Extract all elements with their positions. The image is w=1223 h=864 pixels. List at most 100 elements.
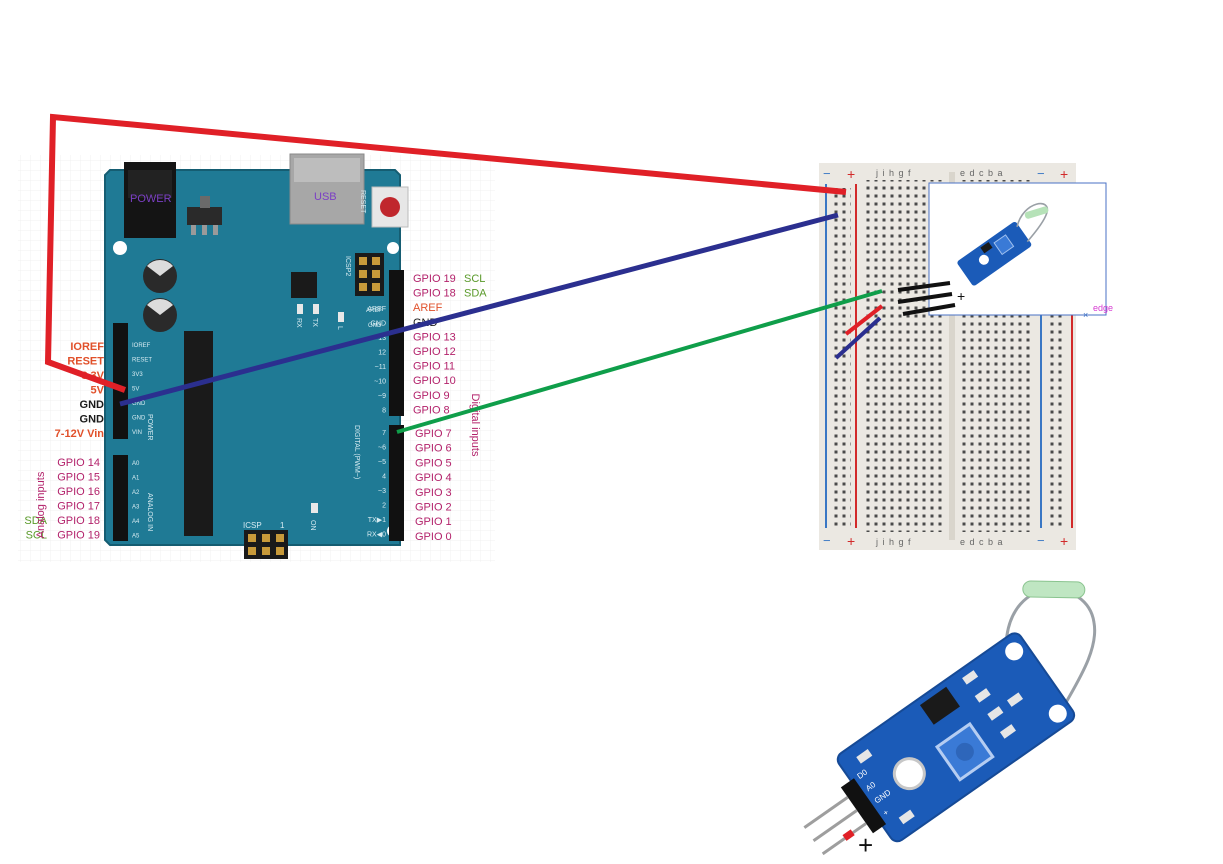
digital-bottom-label-0: GPIO 7 [415, 428, 452, 440]
pin-header [840, 778, 887, 834]
analog-label-3: GPIO 17 [57, 501, 100, 513]
digital-inputs-title: Digital inputs [469, 394, 481, 457]
power-label-3: 5V [91, 385, 105, 397]
power-silk-4: GND [132, 401, 146, 407]
analog-header-title: ANALOG IN [146, 493, 153, 531]
edge-marker: × [1083, 310, 1088, 320]
icsp2-silk: ICSP2 [344, 256, 351, 276]
aref-silk: AREF [366, 308, 382, 314]
on-silk: ON [309, 520, 316, 531]
rail-plus-bottom-right: + [1060, 533, 1068, 549]
analog-label-5: GPIO 19 [57, 530, 100, 542]
digital-silk-top-4: ~11 [375, 364, 386, 371]
sensor-inset: + edge × [928, 182, 1113, 320]
rail-plus-top-right: + [1060, 166, 1068, 182]
digital-bottom-label-7: GPIO 0 [415, 531, 452, 543]
column-letters-top-left: j i h g f [875, 168, 912, 178]
breadboard-jumpers [834, 281, 956, 360]
power-silk-0: IOREF [132, 343, 151, 349]
tx-silk: TX [311, 318, 318, 327]
digital-silk-bottom-4: ~3 [378, 488, 386, 495]
short-red-wire [844, 304, 884, 336]
power-label-4: GND [80, 399, 105, 411]
analog-label-0: GPIO 14 [57, 457, 100, 469]
digital-bottom-label-4: GPIO 3 [415, 487, 452, 499]
gnd-silk: GND [368, 323, 382, 329]
arduino-panel: POWER USB RESET ICSP2 [18, 153, 495, 562]
reset-silk: RESET [359, 190, 366, 214]
short-blue-wire [834, 316, 882, 360]
digital-silk-top-2: 13 [378, 335, 386, 342]
digital-top-label-7: GPIO 10 [413, 375, 456, 387]
digital-top-label-8: GPIO 9 [413, 390, 450, 402]
analog-silk-5: A5 [132, 534, 140, 540]
analog-label-4: GPIO 18 [57, 515, 100, 527]
power-header-title: POWER [146, 414, 153, 440]
digital-top-label-9: GPIO 8 [413, 404, 450, 416]
comparator-chip [919, 686, 960, 725]
sensor-plus-mark: + [858, 830, 873, 860]
power-silk-3: 5V [132, 387, 139, 393]
power-label-1: RESET [67, 356, 104, 368]
tx-led [297, 304, 303, 314]
rail-minus-bottom-left: − [823, 533, 831, 548]
digital-i2c-1: SDA [464, 288, 487, 300]
wire-gnd [119, 212, 839, 407]
power-label-6: 7-12V Vin [55, 428, 105, 440]
digital-i2c-0: SCL [464, 273, 485, 285]
analog-silk-3: A3 [132, 505, 140, 511]
digital-silk-bottom-0: 7 [382, 430, 386, 437]
l-led [338, 312, 344, 322]
analog-i2c-labels: SDA SCL [24, 515, 47, 542]
rx-led [313, 304, 319, 314]
power-jack-label: POWER [130, 193, 172, 205]
digital-silk-top-3: 12 [378, 350, 386, 357]
wire-5v [44, 113, 847, 393]
analog-silk-1: A1 [132, 476, 140, 482]
digital-bottom-label-6: GPIO 1 [415, 516, 452, 528]
digital-top-label-6: GPIO 11 [413, 361, 455, 373]
analog-i2c-1: SCL [26, 530, 47, 542]
digital-bottom-label-2: GPIO 5 [415, 457, 452, 469]
digital-silk-top-1: GND [370, 321, 386, 328]
digital-top-label-2: AREF [413, 302, 443, 314]
column-letters-bottom-right: e d c b a [960, 537, 1004, 547]
power-silk-1: RESET [132, 358, 152, 364]
digital-silk-top-0: AREF [367, 306, 386, 313]
digital-silk-bottom-5: 2 [382, 503, 386, 510]
analog-label-2: GPIO 16 [57, 486, 100, 498]
rail-plus-top-left: + [847, 166, 855, 182]
one-silk: 1 [280, 521, 285, 530]
digital-top-label-5: GPIO 12 [413, 346, 456, 358]
digital-silk-top-6: ~9 [378, 393, 386, 400]
sensor-plus-small: + [957, 288, 965, 304]
analog-silk-2: A2 [132, 490, 140, 496]
analog-inputs-title: Analog inputs [35, 471, 47, 538]
rail-minus-bottom-right: − [1037, 533, 1045, 548]
power-silk-6: VIN [132, 430, 142, 436]
on-led [311, 503, 318, 513]
wire-signal [396, 289, 883, 434]
power-silk-2: 3V3 [132, 372, 143, 378]
usb-label: USB [314, 191, 337, 203]
digital-silk-bottom-2: ~5 [378, 459, 386, 466]
icsp-silk: ICSP [243, 521, 262, 530]
column-letters-top-right: e d c b a [960, 168, 1004, 178]
analog-silk-0: A0 [132, 461, 140, 467]
edge-label: edge [1093, 303, 1113, 313]
power-silk-5: GND [132, 416, 146, 422]
analog-i2c-0: SDA [24, 515, 47, 527]
rail-minus-top-right: − [1037, 166, 1045, 181]
reed-switch [1022, 580, 1086, 599]
column-letters-bottom-left: j i h g f [875, 537, 912, 547]
digital-bottom-label-3: GPIO 4 [415, 472, 452, 484]
digital-bottom-label-5: GPIO 2 [415, 502, 452, 514]
